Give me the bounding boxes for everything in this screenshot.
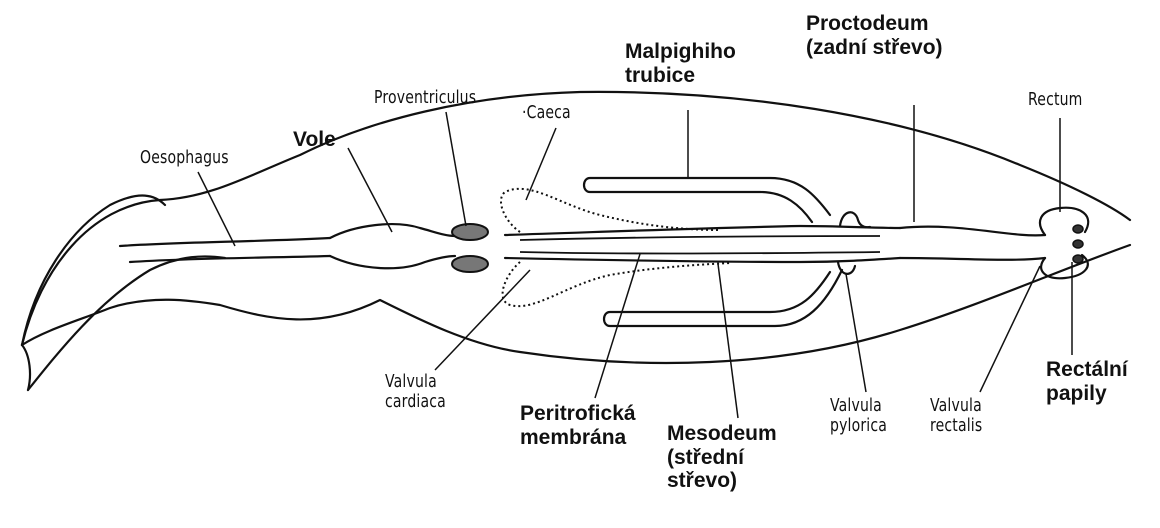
leader-mesodeum [718,264,738,418]
leader-oesophagus [198,172,235,246]
label-rectalni-papily: Rectální papily [1046,358,1128,405]
rectal-papilla-3 [1073,255,1083,263]
label-oesophagus: Oesophagus [140,148,229,168]
crop-lower [330,256,455,268]
label-peritroficka-line2: membrána [520,426,636,450]
leader-valvula-rectalis [980,266,1040,392]
peritrophic-membrane-upper [520,236,880,240]
label-rectum: Rectum [1028,90,1083,110]
gastric-caeca-upper [501,189,720,232]
head-lobe-inner [22,345,30,390]
label-proctodeum-line2: (zadní střevo) [806,36,943,60]
label-valvula-cardiaca-line1: Valvula [385,372,446,392]
label-mesodeum-line1: Mesodeum [667,422,777,446]
gastric-caeca-lower [503,262,730,306]
label-rectalni-line1: Rectální [1046,358,1128,382]
rectal-papilla-2 [1073,240,1083,248]
label-malpighiho-line2: trubice [625,64,736,88]
proventriculus-lobe-lower [452,256,488,272]
label-malpighiho-line1: Malpighiho [625,40,736,64]
oesophagus-upper-wall [120,238,330,246]
label-peritroficka-line1: Peritrofická [520,402,636,426]
label-rectalni-line2: papily [1046,382,1128,406]
label-mesodeum-line3: střevo) [667,469,777,493]
label-valvula-cardiaca-line2: cardiaca [385,392,446,412]
leader-valvula-pylorica [846,274,866,392]
label-malpighiho-trubice: Malpighiho trubice [625,40,736,87]
label-vole: Vole [293,128,336,152]
leader-caeca [526,128,556,200]
label-caeca: ·Caeca [522,103,571,123]
label-peritroficka-membrana: Peritrofická membrána [520,402,636,449]
malpighian-tubule-upper [584,178,830,222]
head-lobe-upper [22,196,165,345]
label-valvula-pylorica-line2: pylorica [830,416,887,436]
label-valvula-rectalis-line1: Valvula [930,396,982,416]
proventriculus-lobe-upper [452,224,488,240]
label-valvula-rectalis: Valvula rectalis [930,396,982,436]
label-valvula-rectalis-line2: rectalis [930,416,982,436]
hindgut-lower-wall [900,258,1045,260]
label-proctodeum: Proctodeum (zadní střevo) [806,12,943,59]
body-outline-lower [22,245,1130,363]
label-valvula-pylorica: Valvula pylorica [830,396,887,436]
label-mesodeum-line2: (střední [667,446,777,470]
head-lobe-lower [28,256,225,390]
label-mesodeum: Mesodeum (střední střevo) [667,422,777,493]
hindgut-upper-wall [900,227,1045,236]
peritrophic-membrane-lower [520,252,880,254]
leader-proventriculus [446,112,466,226]
label-proctodeum-line1: Proctodeum [806,12,943,36]
pyloric-fold-upper [840,212,870,227]
crop-upper [330,224,455,238]
oesophagus-lower-wall [130,256,330,262]
label-valvula-pylorica-line1: Valvula [830,396,887,416]
leader-valvula-cardiaca [435,270,530,370]
leader-vole [348,148,392,232]
label-valvula-cardiaca: Valvula cardiaca [385,372,446,412]
midgut-lower-wall [505,258,900,262]
label-caeca-text: Caeca [527,102,571,123]
rectal-papilla-1 [1073,225,1083,233]
label-proventriculus: Proventriculus [374,88,476,108]
